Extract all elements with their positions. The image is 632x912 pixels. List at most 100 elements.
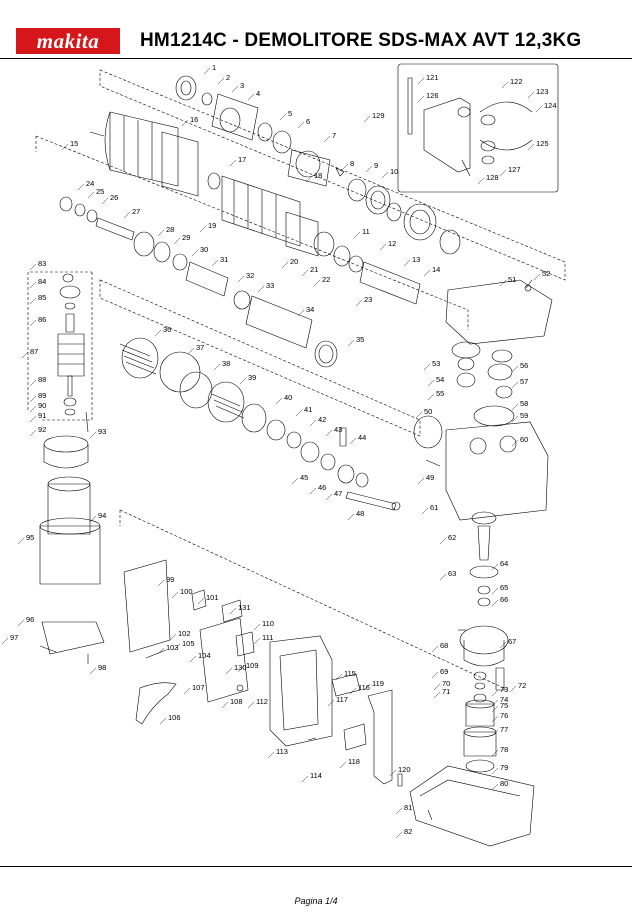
leader-line-129 [363, 115, 371, 123]
part-label-74: 74 [500, 695, 508, 704]
leader-line-71 [433, 691, 441, 699]
part-label-105: 105 [182, 639, 195, 648]
part-label-56: 56 [520, 361, 528, 370]
part-label-73: 73 [500, 685, 508, 694]
part-label-2: 2 [226, 73, 230, 82]
leader-line-35 [347, 339, 355, 347]
part-label-121: 121 [426, 73, 439, 82]
part-label-25: 25 [96, 187, 104, 196]
part-label-68: 68 [440, 641, 448, 650]
leader-line-22 [313, 279, 321, 287]
part-label-48: 48 [356, 509, 364, 518]
part-label-24: 24 [86, 179, 94, 188]
part-label-109: 109 [246, 661, 259, 670]
part-label-31: 31 [220, 255, 228, 264]
part-label-44: 44 [358, 433, 366, 442]
leader-line-120 [389, 769, 397, 777]
part-label-13: 13 [412, 255, 420, 264]
exploded-parts-diagram: 1234567891011121314151617181920212223242… [1, 63, 566, 847]
leader-line-75 [491, 705, 499, 713]
part-label-117: 117 [336, 695, 348, 704]
leader-line-57 [511, 381, 519, 389]
part-label-98: 98 [98, 663, 106, 672]
part-label-71: 71 [442, 687, 450, 696]
part-label-125: 125 [536, 139, 549, 148]
leader-line-87 [21, 351, 29, 359]
part-label-4: 4 [256, 89, 260, 98]
part-label-37: 37 [196, 343, 204, 352]
part-label-60: 60 [520, 435, 528, 444]
leader-line-89 [29, 395, 37, 403]
part-label-104: 104 [198, 651, 211, 660]
header-divider [0, 58, 632, 59]
leader-line-91 [29, 415, 37, 423]
leader-line-60 [511, 439, 519, 447]
leader-line-101 [197, 597, 205, 605]
part-label-64: 64 [500, 559, 508, 568]
part-label-77: 77 [500, 725, 508, 734]
leader-line-106 [159, 717, 167, 725]
leader-line-30 [191, 249, 199, 257]
leader-line-66 [491, 599, 499, 607]
part-label-16: 16 [190, 115, 198, 124]
part-label-93: 93 [98, 427, 106, 436]
leader-line-125 [527, 143, 535, 151]
leader-line-17 [229, 159, 237, 167]
leader-line-100 [171, 591, 179, 599]
part-label-51: 51 [508, 275, 516, 284]
part-label-118: 118 [348, 757, 360, 766]
part-label-58: 58 [520, 399, 528, 408]
leader-line-28 [157, 229, 165, 237]
part-label-131: 131 [238, 603, 251, 612]
leader-line-82 [395, 831, 403, 839]
leader-line-7 [323, 135, 331, 143]
part-label-43: 43 [334, 425, 342, 434]
leader-line-97 [1, 637, 9, 645]
part-label-89: 89 [38, 391, 46, 400]
part-label-76: 76 [500, 711, 508, 720]
part-label-86: 86 [38, 315, 46, 324]
leader-line-14 [423, 269, 431, 277]
part-label-120: 120 [398, 765, 411, 774]
part-label-15: 15 [70, 139, 78, 148]
leader-line-31 [211, 259, 219, 267]
leader-line-85 [29, 297, 37, 305]
page-header: makita HM1214C - DEMOLITORE SDS-MAX AVT … [0, 0, 632, 58]
leader-line-16 [181, 119, 189, 127]
leader-line-64 [491, 563, 499, 571]
part-label-115: 115 [344, 669, 356, 678]
leader-line-33 [257, 285, 265, 293]
leader-line-72 [509, 685, 517, 693]
leader-line-74 [491, 699, 499, 707]
part-label-19: 19 [208, 221, 216, 230]
leader-line-65 [491, 587, 499, 595]
part-label-42: 42 [318, 415, 326, 424]
part-label-21: 21 [310, 265, 318, 274]
leader-line-4 [247, 93, 255, 101]
part-label-61: 61 [430, 503, 438, 512]
leader-line-70 [433, 683, 441, 691]
leader-line-40 [275, 397, 283, 405]
part-label-99: 99 [166, 575, 174, 584]
leader-line-12 [379, 243, 387, 251]
part-label-66: 66 [500, 595, 508, 604]
leader-line-37 [187, 347, 195, 355]
leader-line-110 [253, 623, 261, 631]
leader-line-104 [189, 655, 197, 663]
leader-line-21 [301, 269, 309, 277]
leader-line-34 [297, 309, 305, 317]
part-label-32: 32 [246, 271, 254, 280]
leader-line-130 [225, 667, 233, 675]
part-label-90: 90 [38, 401, 46, 410]
leader-line-52 [533, 273, 541, 281]
part-label-81: 81 [404, 803, 412, 812]
part-label-92: 92 [38, 425, 46, 434]
leader-line-94 [89, 515, 97, 523]
leader-line-107 [183, 687, 191, 695]
part-label-29: 29 [182, 233, 190, 242]
part-label-69: 69 [440, 667, 448, 676]
part-label-96: 96 [26, 615, 34, 624]
part-label-110: 110 [262, 619, 274, 628]
part-label-101: 101 [206, 593, 219, 602]
part-label-108: 108 [230, 697, 243, 706]
